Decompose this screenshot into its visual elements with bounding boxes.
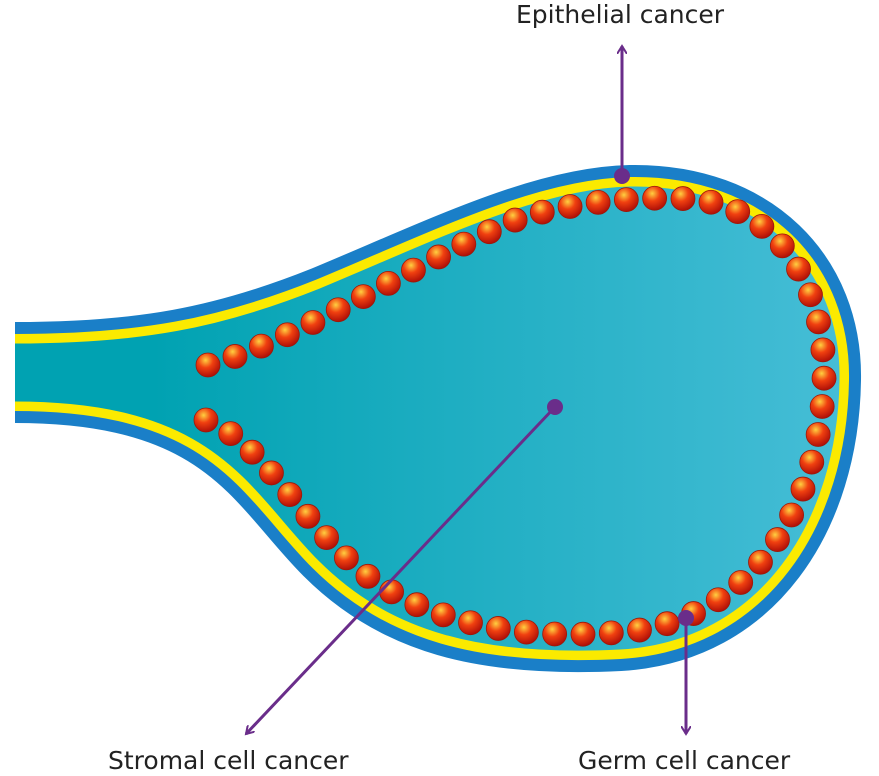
epithelial-cell <box>502 207 528 233</box>
epithelial-cell <box>277 482 303 507</box>
epithelial-cell <box>451 231 477 257</box>
epithelial-cell <box>705 587 731 613</box>
epithelial-cell <box>300 310 326 335</box>
epithelial-cell <box>193 407 219 433</box>
epithelial-cell <box>485 616 511 641</box>
epithelial-cell <box>401 257 426 283</box>
germ-cell-cancer-label: Germ cell cancer <box>578 746 791 775</box>
epithelial-cell <box>334 545 359 571</box>
epithelial-cell <box>426 244 451 270</box>
epithelial-cell <box>642 185 668 211</box>
epithelial-cell <box>274 322 300 348</box>
epithelial-cell <box>355 563 381 589</box>
lumen <box>15 186 840 651</box>
epithelial-cell <box>749 213 775 239</box>
epithelial-cell <box>811 365 837 391</box>
epithelial-cell <box>598 620 624 646</box>
epithelial-cell <box>404 592 430 618</box>
epithelial-cancer-label: Epithelial cancer <box>516 0 725 29</box>
epithelial-cell <box>806 309 831 335</box>
epithelial-cell <box>654 611 680 637</box>
epithelial-cell <box>799 449 825 475</box>
epithelial-arrow <box>614 46 630 184</box>
epithelial-cell <box>779 502 805 528</box>
epithelial-cell <box>476 219 502 245</box>
epithelial-cell <box>458 610 483 636</box>
epithelial-cell <box>350 284 376 310</box>
epithelial-cell <box>195 352 221 378</box>
epithelial-cell <box>295 503 321 529</box>
epithelial-cell <box>805 422 831 447</box>
epithelial-cell <box>314 525 339 551</box>
epithelial-cell <box>748 549 773 575</box>
epithelial-cell <box>376 270 401 296</box>
epithelial-cell <box>239 439 265 465</box>
epithelial-cell <box>627 617 652 643</box>
epithelial-cell <box>725 199 751 225</box>
epithelial-cells <box>193 185 837 647</box>
epithelial-cell <box>218 421 244 447</box>
epithelial-cell <box>249 333 274 359</box>
epithelial-cell <box>810 337 836 363</box>
epithelial-cell <box>557 194 583 219</box>
epithelial-cell <box>790 476 816 502</box>
epithelial-cell <box>786 256 811 282</box>
epithelial-cell <box>585 190 611 215</box>
epithelial-cell <box>765 527 790 552</box>
epithelial-cell <box>325 297 351 323</box>
epithelial-cell <box>430 602 456 628</box>
epithelial-cell <box>698 189 724 215</box>
epithelial-cell <box>513 619 539 645</box>
epithelial-cell <box>570 621 596 647</box>
epithelial-cell <box>542 621 568 647</box>
epithelial-cell <box>222 344 248 369</box>
stromal-cell-cancer-label: Stromal cell cancer <box>108 746 349 775</box>
epithelial-cell <box>259 460 284 486</box>
germ-arrow <box>678 610 694 734</box>
epithelial-cell <box>670 186 696 211</box>
epithelial-cell <box>529 199 555 225</box>
epithelial-cell <box>798 282 823 308</box>
epithelial-cell <box>769 233 795 259</box>
epithelial-cell <box>728 570 754 595</box>
epithelial-cell <box>809 394 835 419</box>
epithelial-cell <box>379 579 404 605</box>
epithelial-cell <box>613 187 639 213</box>
stromal-arrow <box>246 399 563 734</box>
